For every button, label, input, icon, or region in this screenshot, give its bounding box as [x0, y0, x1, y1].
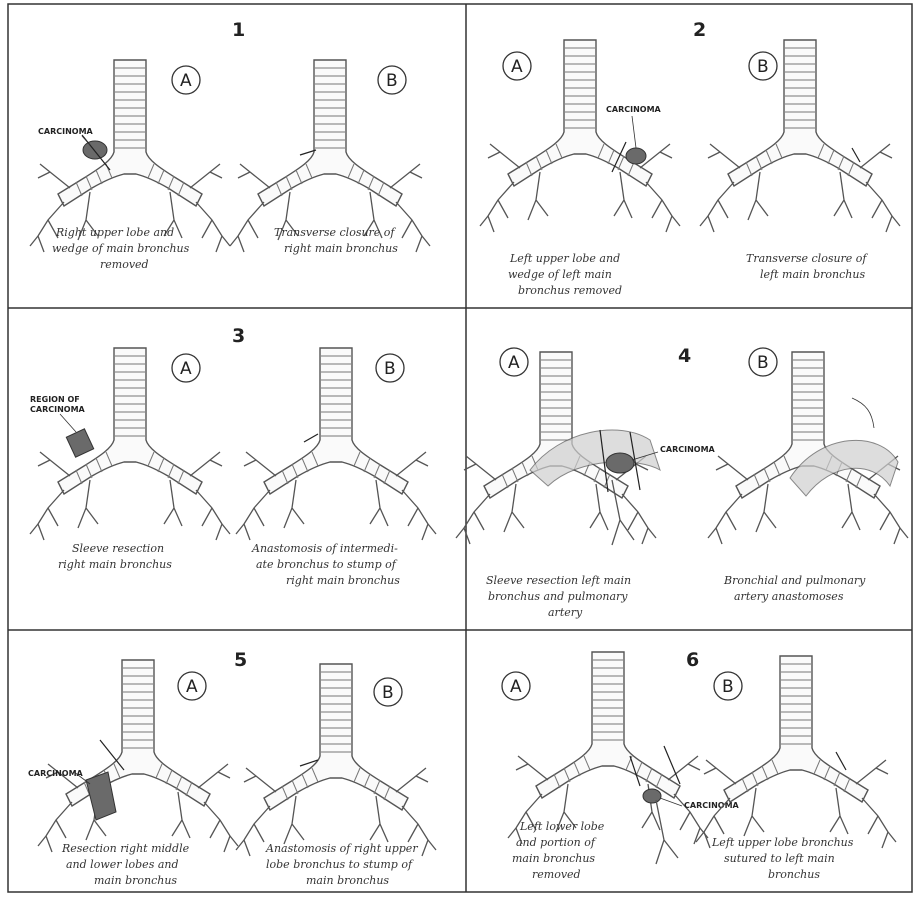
panel-number: 1 — [232, 19, 245, 41]
caption-b-line2: left main bronchus — [760, 268, 865, 281]
caption-b-line1: Transverse closure of — [746, 252, 868, 265]
label-a: A — [508, 353, 520, 373]
panel-number: 6 — [686, 649, 699, 671]
caption-a-line2: and lower lobes and — [66, 858, 179, 871]
caption-b-line1: Left upper lobe bronchus — [711, 836, 854, 849]
carcinoma-region — [83, 141, 107, 159]
caption-a-line4: removed — [532, 868, 581, 881]
caption-a-line1: Sleeve resection — [72, 542, 164, 555]
panel-number: 2 — [693, 19, 706, 41]
panel-number: 4 — [678, 345, 691, 367]
panel-number: 3 — [232, 325, 245, 347]
carcinoma-label-line2: CARCINOMA — [30, 405, 86, 414]
label-b: B — [382, 683, 394, 703]
caption-b-line1: Anastomosis of right upper — [265, 842, 418, 855]
carcinoma-label: CARCINOMA — [28, 769, 84, 778]
caption-a-line3: removed — [100, 258, 149, 271]
caption-a-line2: wedge of main bronchus — [52, 242, 190, 255]
label-b: B — [386, 71, 398, 91]
caption-a-line1: Resection right middle — [61, 842, 190, 855]
carcinoma-region — [643, 789, 661, 803]
caption-a-line2: wedge of left main — [508, 268, 612, 281]
caption-b-line3: main bronchus — [306, 874, 389, 887]
carcinoma-region — [606, 453, 634, 473]
caption-b-line3: right main bronchus — [286, 574, 400, 587]
caption-a-line2: and portion of — [516, 836, 597, 849]
label-a: A — [511, 57, 523, 77]
label-a: A — [180, 359, 192, 379]
carcinoma-label: CARCINOMA — [660, 445, 716, 454]
carcinoma-label: CARCINOMA — [606, 105, 662, 114]
caption-a-line1: Right upper lobe and — [55, 226, 174, 239]
carcinoma-region — [626, 148, 646, 164]
label-b: B — [757, 57, 769, 77]
caption-a-line1: Left lower lobe — [519, 820, 605, 833]
label-b: B — [757, 353, 769, 373]
caption-a-line3: main bronchus — [512, 852, 595, 865]
caption-a-line2: right main bronchus — [58, 558, 172, 571]
label-b: B — [722, 677, 734, 697]
caption-a-line1: Sleeve resection left main — [486, 574, 631, 587]
caption-b-line2: right main bronchus — [284, 242, 398, 255]
caption-b-line2: artery anastomoses — [734, 590, 844, 603]
panel-number: 5 — [234, 649, 247, 671]
caption-b-line2: ate bronchus to stump of — [256, 558, 398, 571]
caption-b-line2: sutured to left main — [724, 852, 835, 865]
label-a: A — [180, 71, 192, 91]
caption-b-line3: bronchus — [768, 868, 820, 881]
caption-a-line3: artery — [548, 606, 583, 619]
caption-a-line3: main bronchus — [94, 874, 177, 887]
carcinoma-label-line1: REGION OF — [30, 395, 80, 404]
label-b: B — [384, 359, 396, 379]
caption-a-line2: bronchus and pulmonary — [488, 590, 628, 603]
carcinoma-label: CARCINOMA — [38, 127, 94, 136]
label-a: A — [510, 677, 522, 697]
caption-a-line3: bronchus removed — [518, 284, 622, 297]
caption-b-line1: Transverse closure of — [274, 226, 396, 239]
caption-b-line1: Anastomosis of intermedi- — [251, 542, 398, 555]
carcinoma-label: CARCINOMA — [684, 801, 740, 810]
caption-a-line1: Left upper lobe and — [509, 252, 620, 265]
caption-b-line1: Bronchial and pulmonary — [723, 574, 866, 587]
label-a: A — [186, 677, 198, 697]
caption-b-line2: lobe bronchus to stump of — [266, 858, 414, 871]
